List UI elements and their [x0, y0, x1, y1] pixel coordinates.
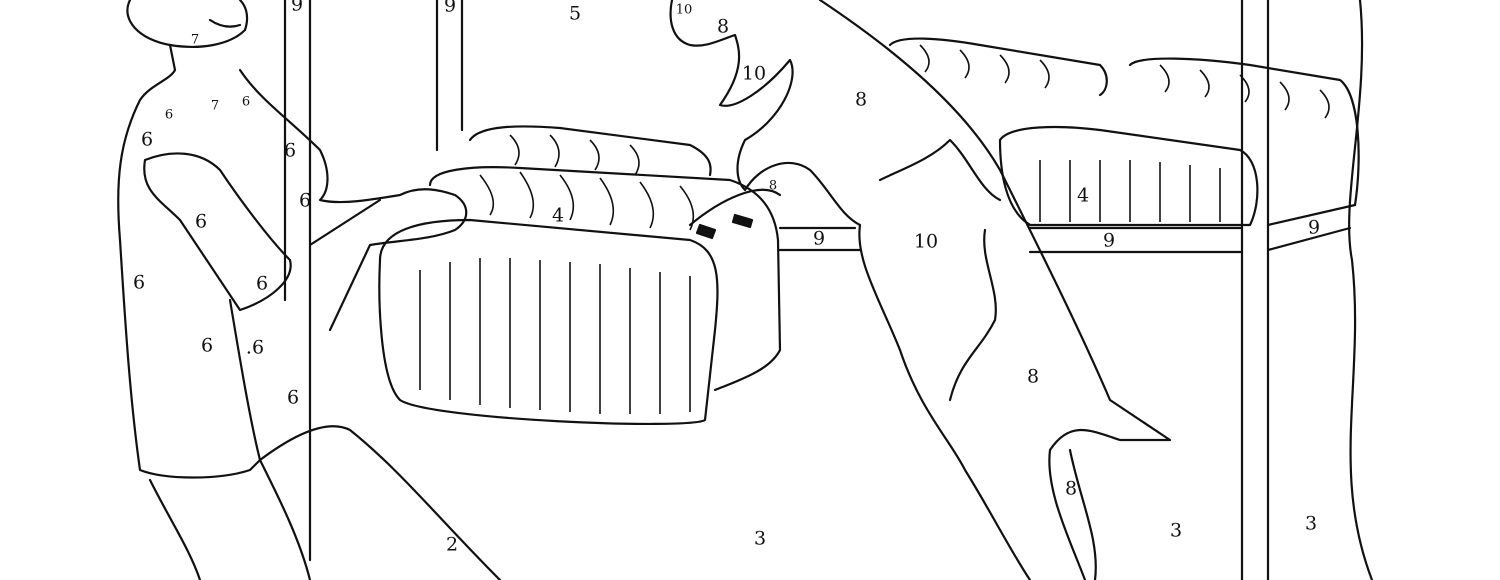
region-number: 6 [132, 271, 146, 294]
hay-bales-right [888, 37, 1360, 227]
woman [117, 0, 502, 580]
region-number: 5 [568, 2, 582, 25]
region-number: 3 [753, 527, 767, 550]
region-number: 6 [140, 128, 154, 151]
region-number: 6 [194, 210, 208, 233]
region-number: 10 [913, 230, 939, 253]
region-number: 9 [290, 0, 304, 16]
region-number: 6 [286, 386, 300, 409]
region-number: 6 [200, 334, 214, 357]
region-number: 8 [854, 88, 868, 111]
region-number: 4 [1076, 184, 1090, 207]
region-number: 7 [210, 98, 220, 114]
region-number: 8 [768, 178, 778, 194]
region-number: 7 [190, 32, 200, 48]
region-number: 2 [445, 533, 459, 556]
shelf-frame [283, 0, 1357, 580]
region-number: 6 [164, 107, 174, 123]
region-number: .6 [245, 336, 265, 359]
region-number: 6 [283, 139, 297, 162]
hay-bales-left [378, 125, 782, 426]
region-number: 8 [1064, 477, 1078, 500]
goat [669, 0, 1172, 580]
region-number: 6 [298, 189, 312, 212]
region-number: 9 [443, 0, 457, 17]
region-number: 10 [675, 2, 693, 18]
region-number: 3 [1304, 512, 1318, 535]
region-number: 9 [1307, 216, 1321, 239]
region-number: 6 [255, 272, 269, 295]
region-number: 4 [551, 204, 565, 227]
region-number: 9 [1102, 229, 1116, 252]
wall-edge [1348, 0, 1374, 580]
region-number: 9 [812, 227, 826, 250]
region-number: 8 [716, 15, 730, 38]
region-number: 6 [241, 94, 251, 110]
region-number: 10 [741, 62, 767, 85]
region-number: 8 [1026, 365, 1040, 388]
region-number: 3 [1169, 519, 1183, 542]
